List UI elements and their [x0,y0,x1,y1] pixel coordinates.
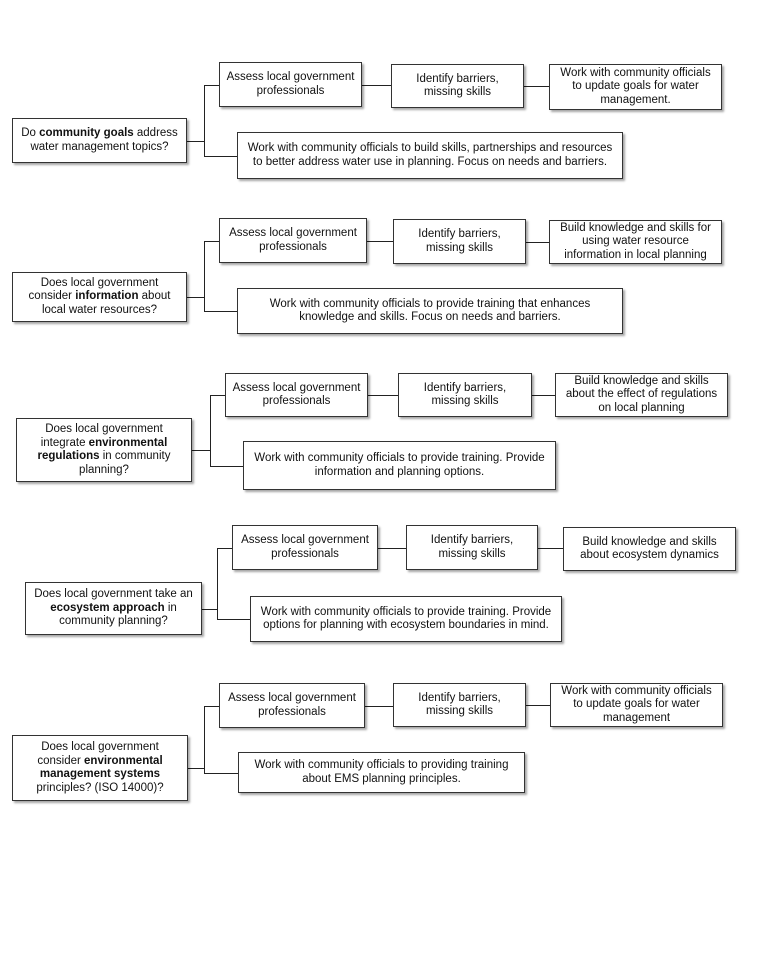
assess-box: Assess local government professionals [219,62,362,107]
question-text-pre: Does local government consider [28,276,159,303]
connector-question-branch [188,768,204,769]
question-text-pre: Does local government integrate [40,423,163,449]
connector-assess-identify [367,241,393,242]
connector-to-assess [204,706,219,707]
identify-box: Identify barriers, missing skills [393,219,526,264]
work-box-text: Work with community officials to provide… [269,297,591,324]
connector-question-branch [192,450,210,451]
connector-identify-outcome [532,395,555,396]
assess-box: Assess local government professionals [225,373,368,417]
connector-branch-vertical [204,706,205,774]
identify-box-text: Identify barriers, missing skills [423,381,507,408]
question-box: Does local government integrate environm… [16,418,192,482]
connector-identify-outcome [526,705,550,706]
connector-to-work [217,619,250,620]
work-box-text: Work with community officials to providi… [254,759,509,785]
outcome-box: Work with community officials to update … [549,64,722,110]
identify-box-text: Identify barriers, missing skills [418,691,501,718]
connector-to-assess [204,85,219,86]
question-text-bold: environmental regulations [37,436,168,463]
connector-to-assess [217,548,232,549]
connector-assess-identify [362,85,391,86]
connector-branch-vertical [210,395,211,467]
connector-branch-vertical [204,85,205,157]
question-text-post: in community planning? [79,450,171,476]
assess-box-text: Assess local government professionals [228,692,356,718]
connector-assess-identify [378,548,406,549]
work-box: Work with community officials to providi… [238,752,525,793]
question-box: Does local government consider informati… [12,272,187,322]
question-text-post: about local water resources? [41,290,171,316]
assess-box-text: Assess local government professionals [226,71,355,97]
connector-branch-vertical [217,548,218,620]
question-box: Do community goals address water managem… [12,118,187,163]
outcome-box: Work with community officials to update … [550,683,723,727]
outcome-box: Build knowledge and skills about the eff… [555,373,728,417]
outcome-box: Build knowledge and skills about ecosyst… [563,527,736,571]
outcome-box-text: Build knowledge and skills about ecosyst… [580,535,719,562]
question-box: Does local government take an ecosystem … [25,582,202,635]
connector-to-assess [204,241,219,242]
question-text-pre: Does local government consider [37,741,159,767]
work-box: Work with community officials to provide… [243,441,556,490]
assess-box-text: Assess local government professionals [229,227,357,253]
outcome-box-text: Work with community officials to update … [561,684,712,724]
outcome-box-text: Build knowledge and skills for using wat… [560,221,711,261]
question-box-text: Does local government consider environme… [19,741,181,795]
connector-question-branch [202,609,217,610]
connector-question-branch [187,141,204,142]
identify-box: Identify barriers, missing skills [393,683,526,727]
connector-identify-outcome [538,548,563,549]
question-box-text: Do community goals address water managem… [19,127,180,154]
outcome-box: Build knowledge and skills for using wat… [549,220,722,264]
work-box-text: Work with community officials to build s… [247,142,613,168]
question-text-bold: ecosystem approach [50,601,165,614]
connector-to-work [204,156,237,157]
identify-box: Identify barriers, missing skills [391,64,524,108]
connector-to-assess [210,395,225,396]
question-box: Does local government consider environme… [12,735,188,801]
connector-identify-outcome [524,86,549,87]
connector-to-work [204,311,237,312]
work-box: Work with community officials to provide… [237,288,623,334]
question-text-bold: community goals [39,127,134,139]
work-box-text: Work with community officials to provide… [254,452,545,478]
connector-to-work [210,466,243,467]
connector-assess-identify [368,395,398,396]
identify-box: Identify barriers, missing skills [406,525,538,570]
question-text-bold: information [75,290,139,303]
assess-box-text: Assess local government professionals [241,534,369,560]
assess-box-text: Assess local government professionals [232,381,361,408]
outcome-box-text: Build knowledge and skills about the eff… [565,374,718,414]
work-box: Work with community officials to provide… [250,596,562,642]
question-text-bold: environmental management systems [39,754,163,781]
assess-box: Assess local government professionals [219,218,367,263]
question-text-post: address water management topics? [30,127,178,153]
connector-question-branch [187,297,204,298]
question-box-text: Does local government integrate environm… [23,423,185,477]
outcome-box-text: Work with community officials to update … [560,66,711,106]
question-box-text: Does local government consider informati… [19,277,180,318]
question-box-text: Does local government take an ecosystem … [32,588,195,629]
question-text-pre: Does local government take an [34,588,193,601]
identify-box-text: Identify barriers, missing skills [418,228,501,254]
question-text-post: principles? (ISO 14000)? [36,781,164,794]
question-text-post: in community planning? [59,601,177,628]
work-box: Work with community officials to build s… [237,132,623,179]
connector-branch-vertical [204,241,205,312]
assess-box: Assess local government professionals [219,683,365,728]
connector-identify-outcome [526,242,549,243]
assess-box: Assess local government professionals [232,525,378,570]
identify-box-text: Identify barriers, missing skills [430,534,514,560]
connector-to-work [204,773,238,774]
identify-box: Identify barriers, missing skills [398,373,532,417]
connector-assess-identify [365,706,393,707]
work-box-text: Work with community officials to provide… [260,605,552,632]
question-text-pre: Do [21,127,40,139]
identify-box-text: Identify barriers, missing skills [416,72,499,99]
